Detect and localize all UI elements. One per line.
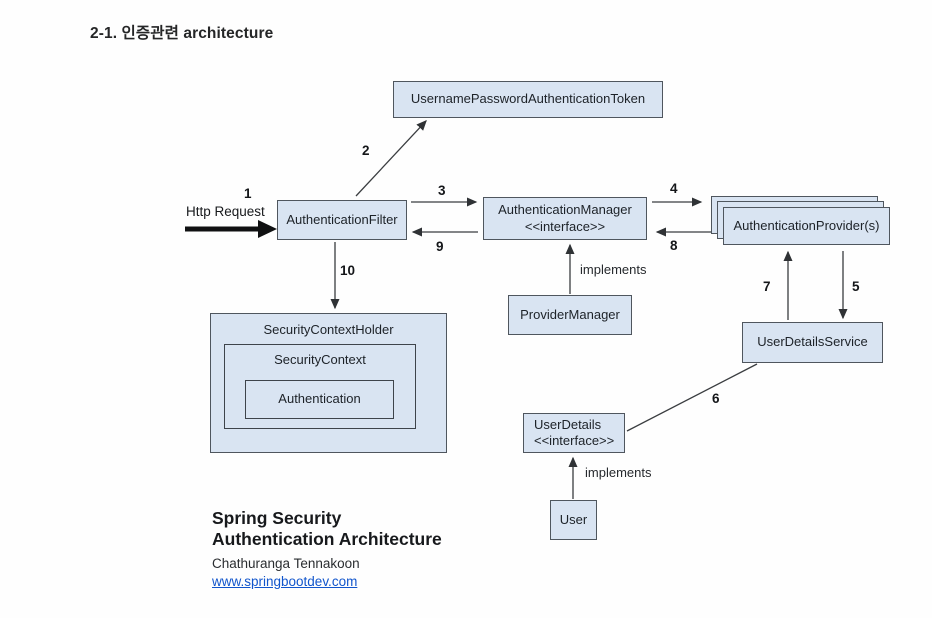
authentication-manager-name: AuthenticationManager bbox=[498, 202, 632, 218]
step-label-6: 6 bbox=[712, 391, 720, 406]
implements-label-userdetails: implements bbox=[585, 465, 652, 480]
box-user-details: UserDetails <<interface>> bbox=[523, 413, 625, 453]
http-request-label: Http Request bbox=[186, 204, 265, 219]
box-authentication-providers: AuthenticationProvider(s) bbox=[723, 207, 890, 245]
footer-author: Chathuranga Tennakoon bbox=[212, 556, 360, 571]
step-label-4: 4 bbox=[670, 181, 678, 196]
arrow-step-2 bbox=[355, 120, 427, 197]
arrow-step-6 bbox=[626, 363, 758, 432]
page-title: 2-1. 인증관련 architecture bbox=[90, 25, 274, 42]
footer-title-line2: Authentication Architecture bbox=[212, 529, 442, 549]
box-security-context: SecurityContext Authentication bbox=[224, 344, 416, 429]
box-authentication: Authentication bbox=[245, 380, 394, 419]
step-label-9: 9 bbox=[436, 239, 444, 254]
step-label-5: 5 bbox=[852, 279, 860, 294]
http-request-arrow bbox=[185, 220, 277, 238]
step-label-7: 7 bbox=[763, 279, 771, 294]
step-label-10: 10 bbox=[340, 263, 356, 278]
step-label-2: 2 bbox=[362, 143, 370, 158]
security-context-holder-label: SecurityContextHolder bbox=[263, 322, 394, 337]
authentication-label: Authentication bbox=[278, 391, 361, 407]
user-details-name: UserDetails bbox=[534, 416, 602, 432]
box-provider-manager: ProviderManager bbox=[508, 295, 632, 335]
box-user-details-service: UserDetailsService bbox=[742, 322, 883, 363]
security-context-label: SecurityContext bbox=[274, 352, 366, 367]
implements-label-manager: implements bbox=[580, 262, 647, 277]
box-security-context-holder: SecurityContextHolder SecurityContext Au… bbox=[210, 313, 447, 453]
box-user: User bbox=[550, 500, 597, 540]
footer-link[interactable]: www.springbootdev.com bbox=[212, 574, 358, 589]
box-username-password-authentication-token: UsernamePasswordAuthenticationToken bbox=[393, 81, 663, 118]
footer-title-line1: Spring Security bbox=[212, 508, 342, 528]
step-label-1: 1 bbox=[244, 186, 252, 201]
authentication-manager-stereotype: <<interface>> bbox=[524, 218, 606, 234]
footer-title: Spring Security Authentication Architect… bbox=[212, 508, 442, 550]
user-details-stereotype: <<interface>> bbox=[534, 433, 615, 448]
box-authentication-manager: AuthenticationManager <<interface>> bbox=[483, 197, 647, 240]
box-authentication-filter: AuthenticationFilter bbox=[277, 200, 407, 240]
step-label-8: 8 bbox=[670, 238, 678, 253]
step-label-3: 3 bbox=[438, 183, 446, 198]
